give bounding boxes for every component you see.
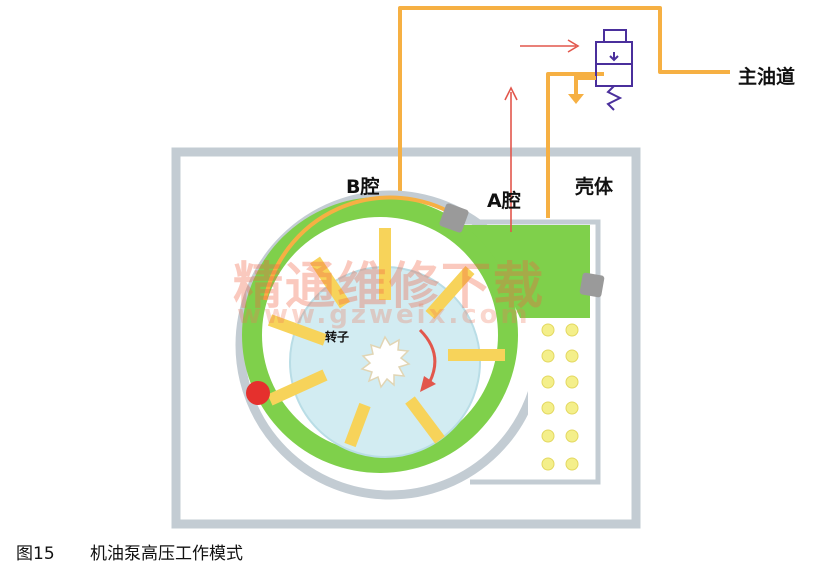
label-rotor: 转子 bbox=[325, 330, 350, 344]
watermark-url: www.gzweix.com bbox=[237, 300, 531, 330]
relief-dots bbox=[541, 323, 579, 471]
housing-frame bbox=[171, 147, 641, 529]
slide-ring bbox=[242, 197, 518, 473]
figure-number: 图15 bbox=[16, 544, 55, 564]
rotation-arrowhead bbox=[420, 376, 436, 392]
label-b-chamber: B腔 bbox=[346, 176, 380, 198]
solenoid-valve bbox=[595, 29, 633, 111]
label-housing: 壳体 bbox=[575, 176, 614, 198]
label-main-gallery: 主油道 bbox=[738, 66, 796, 88]
seal-upper bbox=[439, 203, 469, 233]
b-chamber-oil-film bbox=[263, 195, 457, 301]
vanes bbox=[267, 228, 505, 448]
watermark-cn: 精通维修下载 bbox=[233, 257, 545, 315]
b-chamber-feed-line bbox=[398, 6, 730, 196]
drive-gear bbox=[360, 335, 411, 389]
rotation-arrow bbox=[418, 328, 437, 386]
label-a-chamber: A腔 bbox=[487, 190, 521, 212]
chamber-housing-wall bbox=[452, 219, 601, 485]
valve-drain-arrow bbox=[574, 76, 596, 96]
oil-lines bbox=[398, 6, 730, 218]
dotted-relief-area bbox=[528, 318, 590, 476]
valve-drain-arrowhead bbox=[568, 94, 584, 104]
figure-title: 机油泵高压工作模式 bbox=[90, 544, 243, 564]
seal-right bbox=[579, 272, 605, 298]
a-chamber-feed-line bbox=[546, 72, 604, 218]
flow-arrows bbox=[504, 39, 580, 232]
pivot-pin bbox=[246, 381, 270, 405]
